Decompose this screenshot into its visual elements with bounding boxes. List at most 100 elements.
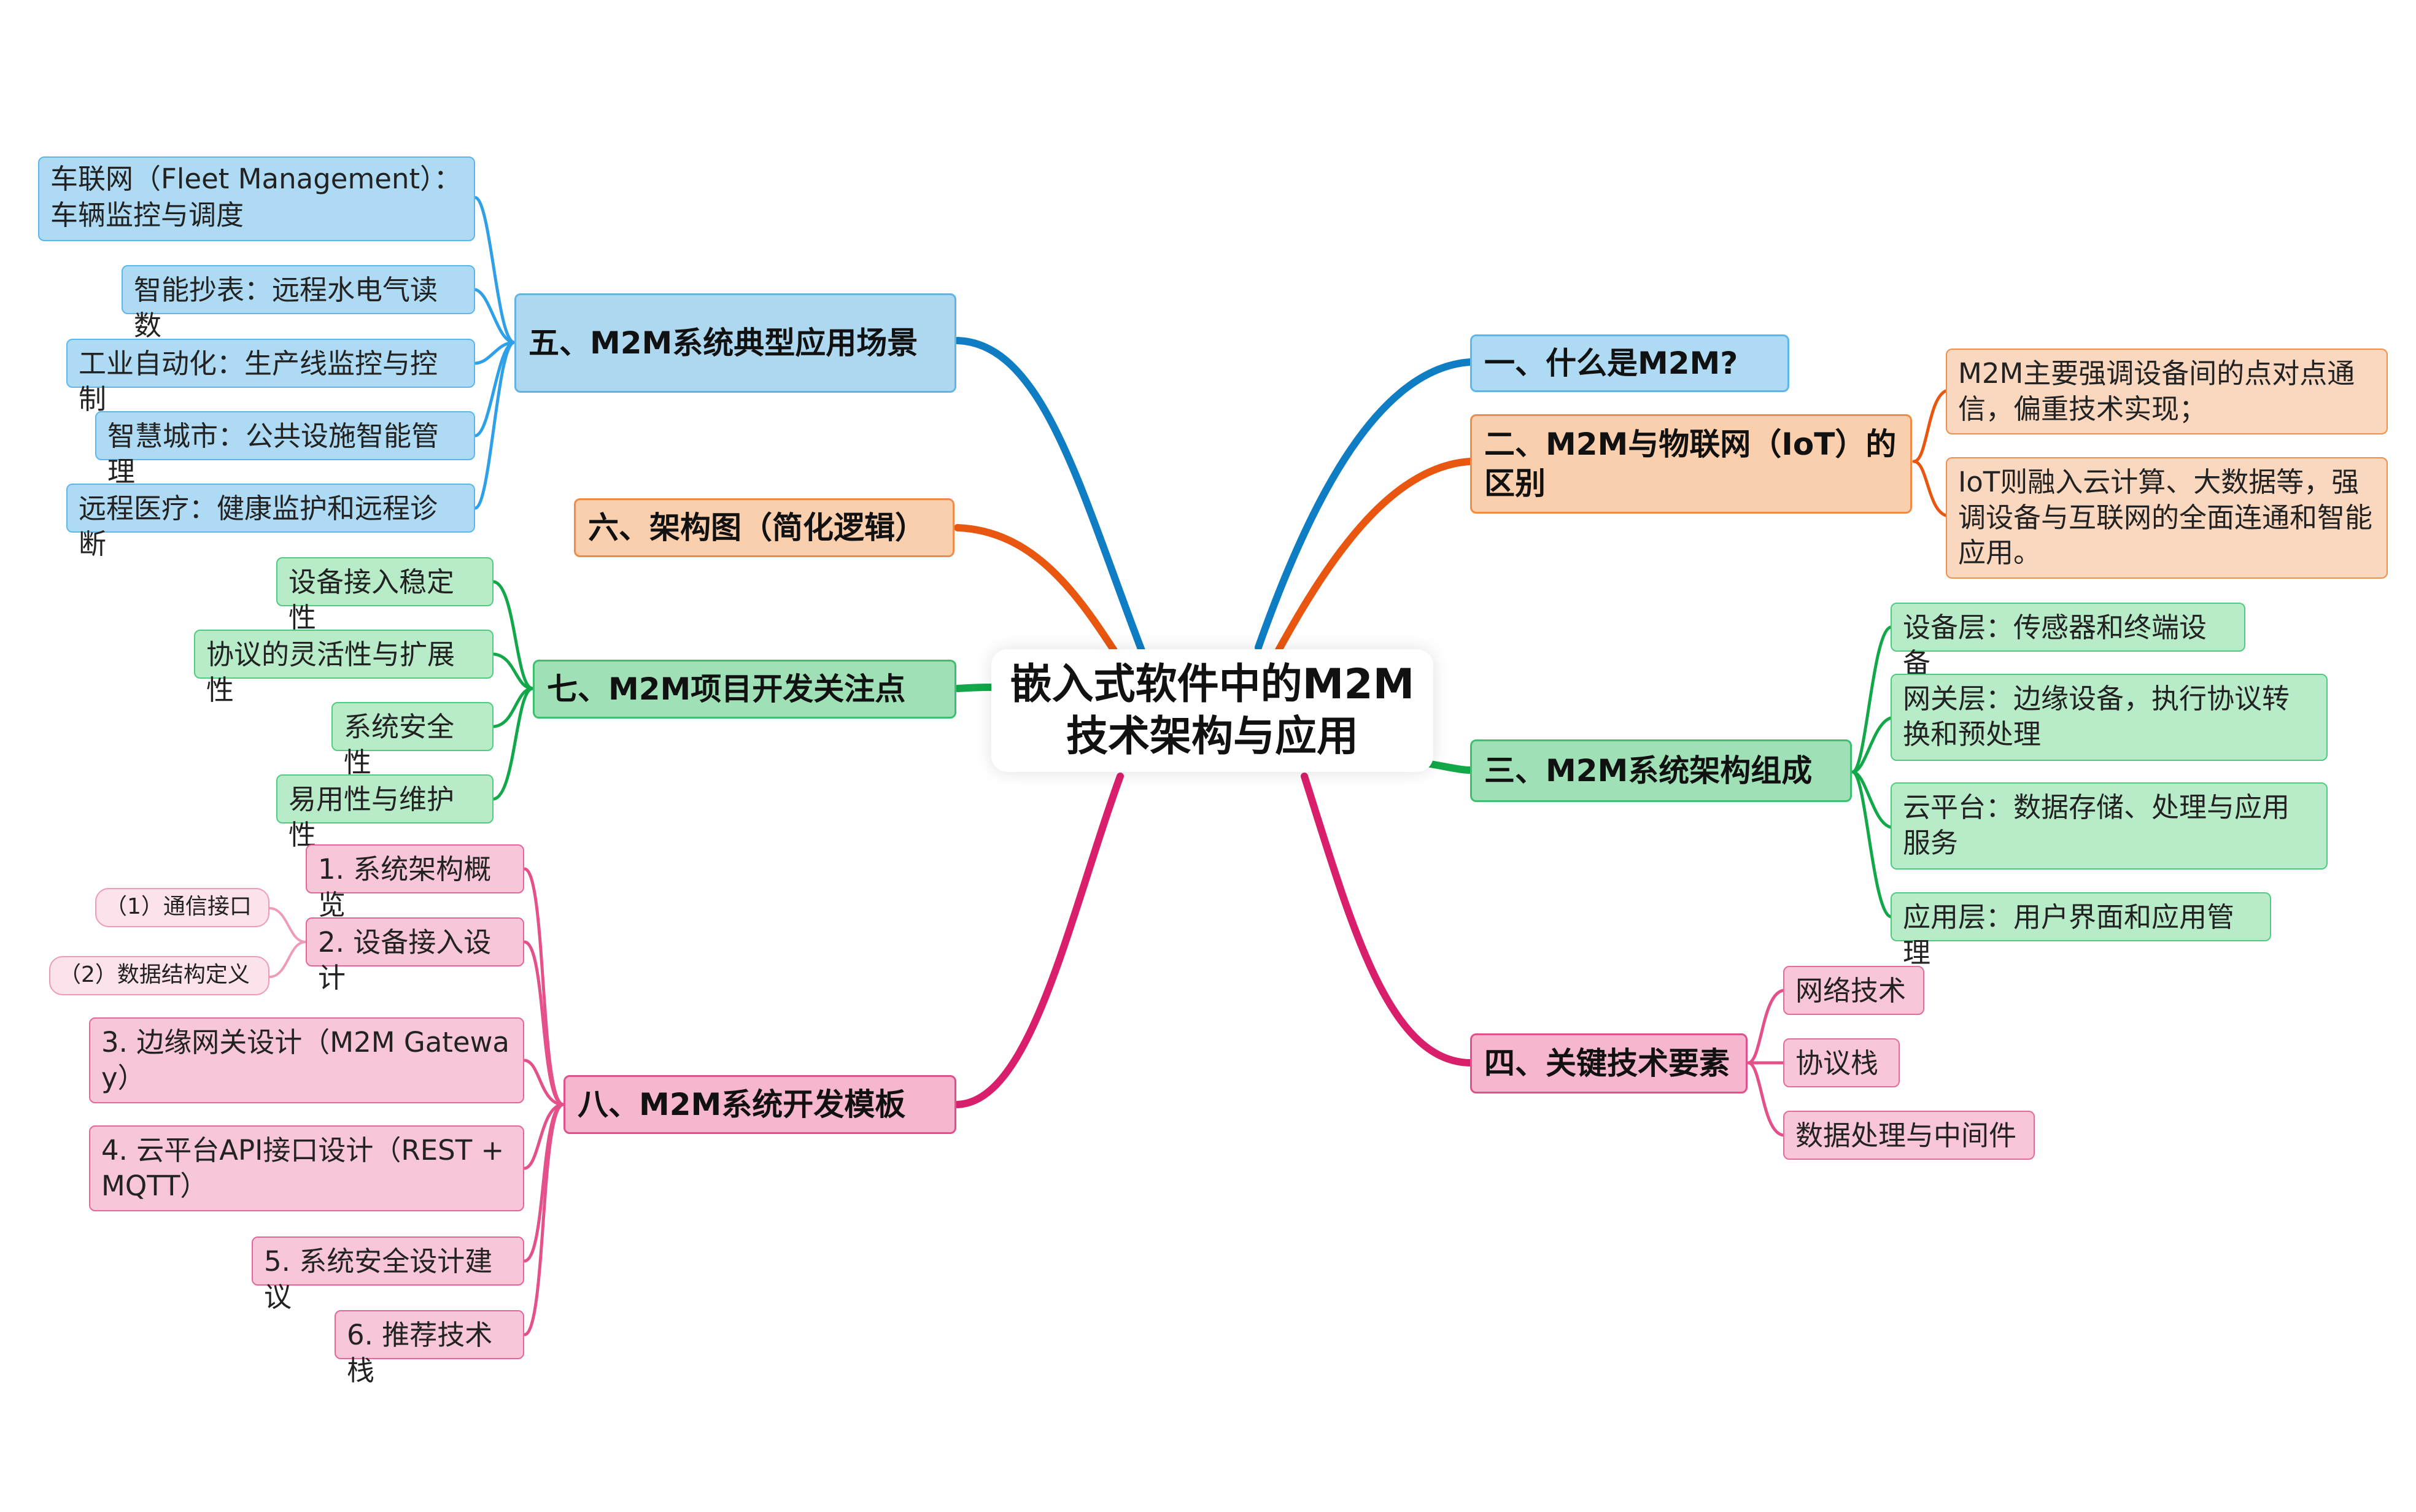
link-b8-3 <box>523 1059 565 1106</box>
link-b7-2 <box>492 652 535 690</box>
item-text: 工业自动化：生产线监控与控制 <box>79 347 438 415</box>
branch-architecture[interactable]: 三、M2M系统架构组成 <box>1470 739 1852 802</box>
architecture-item[interactable]: 云平台：数据存储、处理与应用服务 <box>1891 782 2328 870</box>
template-item[interactable]: 2. 设备接入设计 <box>306 917 524 994</box>
branch-dev-concerns[interactable]: 七、M2M项目开发关注点 <box>533 660 956 719</box>
item-text: 网关层：边缘设备，执行协议转换和预处理 <box>1903 682 2290 750</box>
link-b3-4 <box>1851 770 1892 919</box>
link-b8-2-2 <box>269 941 307 978</box>
m2m-vs-iot-item[interactable]: IoT则融入云计算、大数据等，强调设备与互联网的全面连通和智能应用。 <box>1946 457 2388 579</box>
architecture-item[interactable]: 设备层：传感器和终端设备 <box>1891 603 2245 679</box>
link-b5-5 <box>474 341 516 510</box>
link-root-b2 <box>1273 458 1474 657</box>
architecture-item[interactable]: 网关层：边缘设备，执行协议转换和预处理 <box>1891 674 2328 761</box>
dev-concern-item[interactable]: 协议的灵活性与扩展性 <box>194 630 494 706</box>
item-text: 车联网（Fleet Management）：车辆监控与调度 <box>50 163 462 231</box>
branch-title: 四、关键技术要素 <box>1484 1046 1730 1081</box>
architecture-item[interactable]: 应用层：用户界面和应用管理 <box>1891 892 2271 969</box>
link-b5-2 <box>474 288 516 344</box>
item-text: 协议的灵活性与扩展性 <box>206 638 455 706</box>
application-item[interactable]: 车联网（Fleet Management）：车辆监控与调度 <box>38 156 475 241</box>
branch-m2m-vs-iot[interactable]: 二、M2M与物联网（IoT）的区别 <box>1470 414 1912 514</box>
item-text: 6. 推荐技术栈 <box>347 1319 493 1387</box>
root-title: 嵌入式软件中的M2M技术架构与应用 <box>1010 660 1415 761</box>
branch-what-is-m2m[interactable]: 一、什么是M2M? <box>1470 334 1789 392</box>
item-text: 设备接入稳定性 <box>288 566 455 634</box>
link-b2-1 <box>1912 389 1948 463</box>
link-b7-4 <box>492 687 535 801</box>
link-b8-2-1 <box>269 907 307 943</box>
template-item[interactable]: 1. 系统架构概览 <box>306 844 524 921</box>
link-b8-4 <box>523 1103 565 1170</box>
link-b5-1 <box>474 196 516 344</box>
branch-title: 八、M2M系统开发模板 <box>578 1087 906 1122</box>
link-b3-1 <box>1851 625 1892 774</box>
item-text: 数据处理与中间件 <box>1795 1119 2017 1152</box>
application-item[interactable]: 工业自动化：生产线监控与控制 <box>66 339 475 415</box>
branch-key-tech[interactable]: 四、关键技术要素 <box>1470 1033 1748 1094</box>
item-text: M2M主要强调设备间的点对点通信，偏重技术实现； <box>1958 357 2355 425</box>
item-text: 智能抄表：远程水电气读数 <box>134 274 438 342</box>
template-subitem[interactable]: （1）通信接口 <box>95 888 269 927</box>
link-root-b5 <box>954 337 1145 654</box>
item-text: 网络技术 <box>1795 974 1907 1007</box>
branch-title: 二、M2M与物联网（IoT）的区别 <box>1484 426 1897 501</box>
key-tech-item[interactable]: 协议栈 <box>1783 1038 1900 1087</box>
branch-dev-template[interactable]: 八、M2M系统开发模板 <box>563 1075 956 1134</box>
root-topic[interactable]: 嵌入式软件中的M2M技术架构与应用 <box>991 649 1433 772</box>
item-text: （1）通信接口 <box>105 894 252 919</box>
item-text: 协议栈 <box>1795 1047 1879 1079</box>
branch-applications[interactable]: 五、M2M系统典型应用场景 <box>514 293 956 393</box>
branch-title: 六、架构图（简化逻辑） <box>588 510 926 546</box>
link-b7-1 <box>492 580 535 690</box>
template-item[interactable]: 3. 边缘网关设计（M2M Gateway） <box>89 1017 524 1103</box>
key-tech-item[interactable]: 数据处理与中间件 <box>1783 1111 2035 1160</box>
item-text: （2）数据结构定义 <box>59 962 250 987</box>
dev-concern-item[interactable]: 设备接入稳定性 <box>276 557 494 634</box>
item-text: 5. 系统安全设计建议 <box>264 1245 493 1313</box>
item-text: 设备层：传感器和终端设备 <box>1903 611 2207 679</box>
item-text: 智慧城市：公共设施智能管理 <box>107 420 439 488</box>
application-item[interactable]: 智能抄表：远程水电气读数 <box>122 265 475 342</box>
item-text: 应用层：用户界面和应用管理 <box>1903 901 2235 969</box>
item-text: 系统安全性 <box>344 711 455 779</box>
link-root-b4 <box>1301 773 1474 1066</box>
link-b8-1 <box>523 867 565 1106</box>
m2m-vs-iot-item[interactable]: M2M主要强调设备间的点对点通信，偏重技术实现； <box>1946 349 2388 434</box>
item-text: 易用性与维护性 <box>288 783 455 851</box>
template-subitem[interactable]: （2）数据结构定义 <box>49 956 269 995</box>
link-root-b7 <box>954 684 995 692</box>
branch-title: 一、什么是M2M? <box>1484 345 1738 381</box>
item-text: 3. 边缘网关设计（M2M Gateway） <box>101 1026 509 1094</box>
template-item[interactable]: 5. 系统安全设计建议 <box>252 1236 524 1313</box>
template-item[interactable]: 6. 推荐技术栈 <box>335 1310 524 1387</box>
item-text: 1. 系统架构概览 <box>318 853 492 921</box>
link-b2-2 <box>1912 460 1948 517</box>
item-text: 4. 云平台API接口设计（REST + MQTT） <box>101 1134 505 1202</box>
link-b8-6 <box>523 1103 565 1336</box>
link-root-b6 <box>954 524 1118 654</box>
link-b4-1 <box>1746 989 1785 1065</box>
dev-concern-item[interactable]: 系统安全性 <box>331 702 494 779</box>
link-b3-2 <box>1851 716 1892 774</box>
key-tech-item[interactable]: 网络技术 <box>1783 966 1924 1015</box>
item-text: IoT则融入云计算、大数据等，强调设备与互联网的全面连通和智能应用。 <box>1958 466 2373 569</box>
application-item[interactable]: 远程医疗：健康监护和远程诊断 <box>66 484 475 560</box>
dev-concern-item[interactable]: 易用性与维护性 <box>276 774 494 851</box>
item-text: 云平台：数据存储、处理与应用服务 <box>1903 791 2290 859</box>
branch-title: 五、M2M系统典型应用场景 <box>528 325 918 361</box>
branch-title: 三、M2M系统架构组成 <box>1484 753 1813 789</box>
item-text: 2. 设备接入设计 <box>318 926 492 994</box>
link-b4-3 <box>1746 1061 1785 1137</box>
item-text: 远程医疗：健康监护和远程诊断 <box>79 492 438 560</box>
branch-architecture-diagram[interactable]: 六、架构图（简化逻辑） <box>574 498 954 557</box>
application-item[interactable]: 智慧城市：公共设施智能管理 <box>95 411 475 488</box>
branch-title: 七、M2M项目开发关注点 <box>547 671 906 707</box>
link-root-b1 <box>1255 358 1474 651</box>
link-b8-2 <box>523 940 565 1106</box>
link-root-b8 <box>954 773 1124 1108</box>
template-item[interactable]: 4. 云平台API接口设计（REST + MQTT） <box>89 1125 524 1211</box>
link-root-b3 <box>1427 760 1474 774</box>
